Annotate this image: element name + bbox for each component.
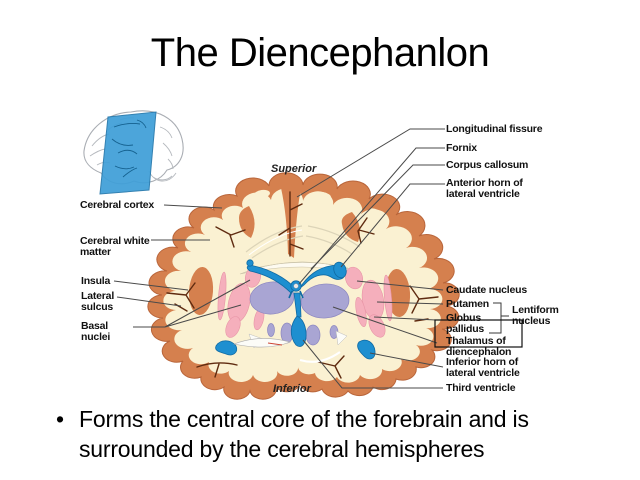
label-corpus-callosum: Corpus callosum xyxy=(446,159,529,171)
label-inferior: Inferior xyxy=(273,383,311,395)
label-caudate-nucleus: Caudate nucleus xyxy=(446,284,528,296)
coronal-plane xyxy=(99,111,157,195)
thalamus-shapes xyxy=(249,281,350,346)
label-cerebral-cortex: Cerebral cortex xyxy=(80,199,155,211)
label-lentiform-nucleus: Lentiform nucleus xyxy=(512,304,559,327)
label-cerebral-white-matter: Cerebral white matter xyxy=(80,235,150,258)
basal-nuclei-shapes xyxy=(217,266,393,338)
label-longitudinal-fissure: Longitudinal fissure xyxy=(446,123,543,135)
ventricle-shapes xyxy=(215,259,376,360)
leader-lines xyxy=(113,128,445,389)
label-anterior-horn: Anterior horn of lateral ventricle xyxy=(446,177,523,200)
sulci-lines xyxy=(166,191,439,379)
white-streak-highlight xyxy=(248,229,303,256)
label-lateral-sulcus: Lateral sulcus xyxy=(81,290,115,313)
slide-title: The Diencephanlon xyxy=(150,31,490,75)
inset-sulci-lines xyxy=(89,117,177,182)
plane-cut-lines xyxy=(111,119,147,178)
fornix-cross-section xyxy=(293,283,299,289)
label-putamen: Putamen xyxy=(446,298,489,310)
bullet-marker: • xyxy=(56,406,65,432)
thalamus-highlight-box xyxy=(434,319,523,348)
bullet-text: Forms the central core of the forebrain … xyxy=(79,406,529,462)
coronal-plane-inset xyxy=(83,110,184,195)
cortex-infolds xyxy=(188,188,411,317)
label-third-ventricle: Third ventricle xyxy=(446,382,516,394)
label-insula: Insula xyxy=(81,275,111,287)
bullet-item: • Forms the central core of the forebrai… xyxy=(56,404,529,464)
white-matter-streaks xyxy=(245,225,361,259)
label-fornix: Fornix xyxy=(446,142,477,154)
label-basal-nuclei: Basal nuclei xyxy=(81,320,111,343)
label-superior: Superior xyxy=(271,163,317,175)
label-inferior-horn: Inferior horn of lateral ventricle xyxy=(446,356,520,379)
lentiform-bracket xyxy=(489,302,509,334)
label-globus-pallidus: Globus pallidus xyxy=(446,312,485,335)
label-thalamus: Thalamus of diencephalon xyxy=(446,335,512,358)
